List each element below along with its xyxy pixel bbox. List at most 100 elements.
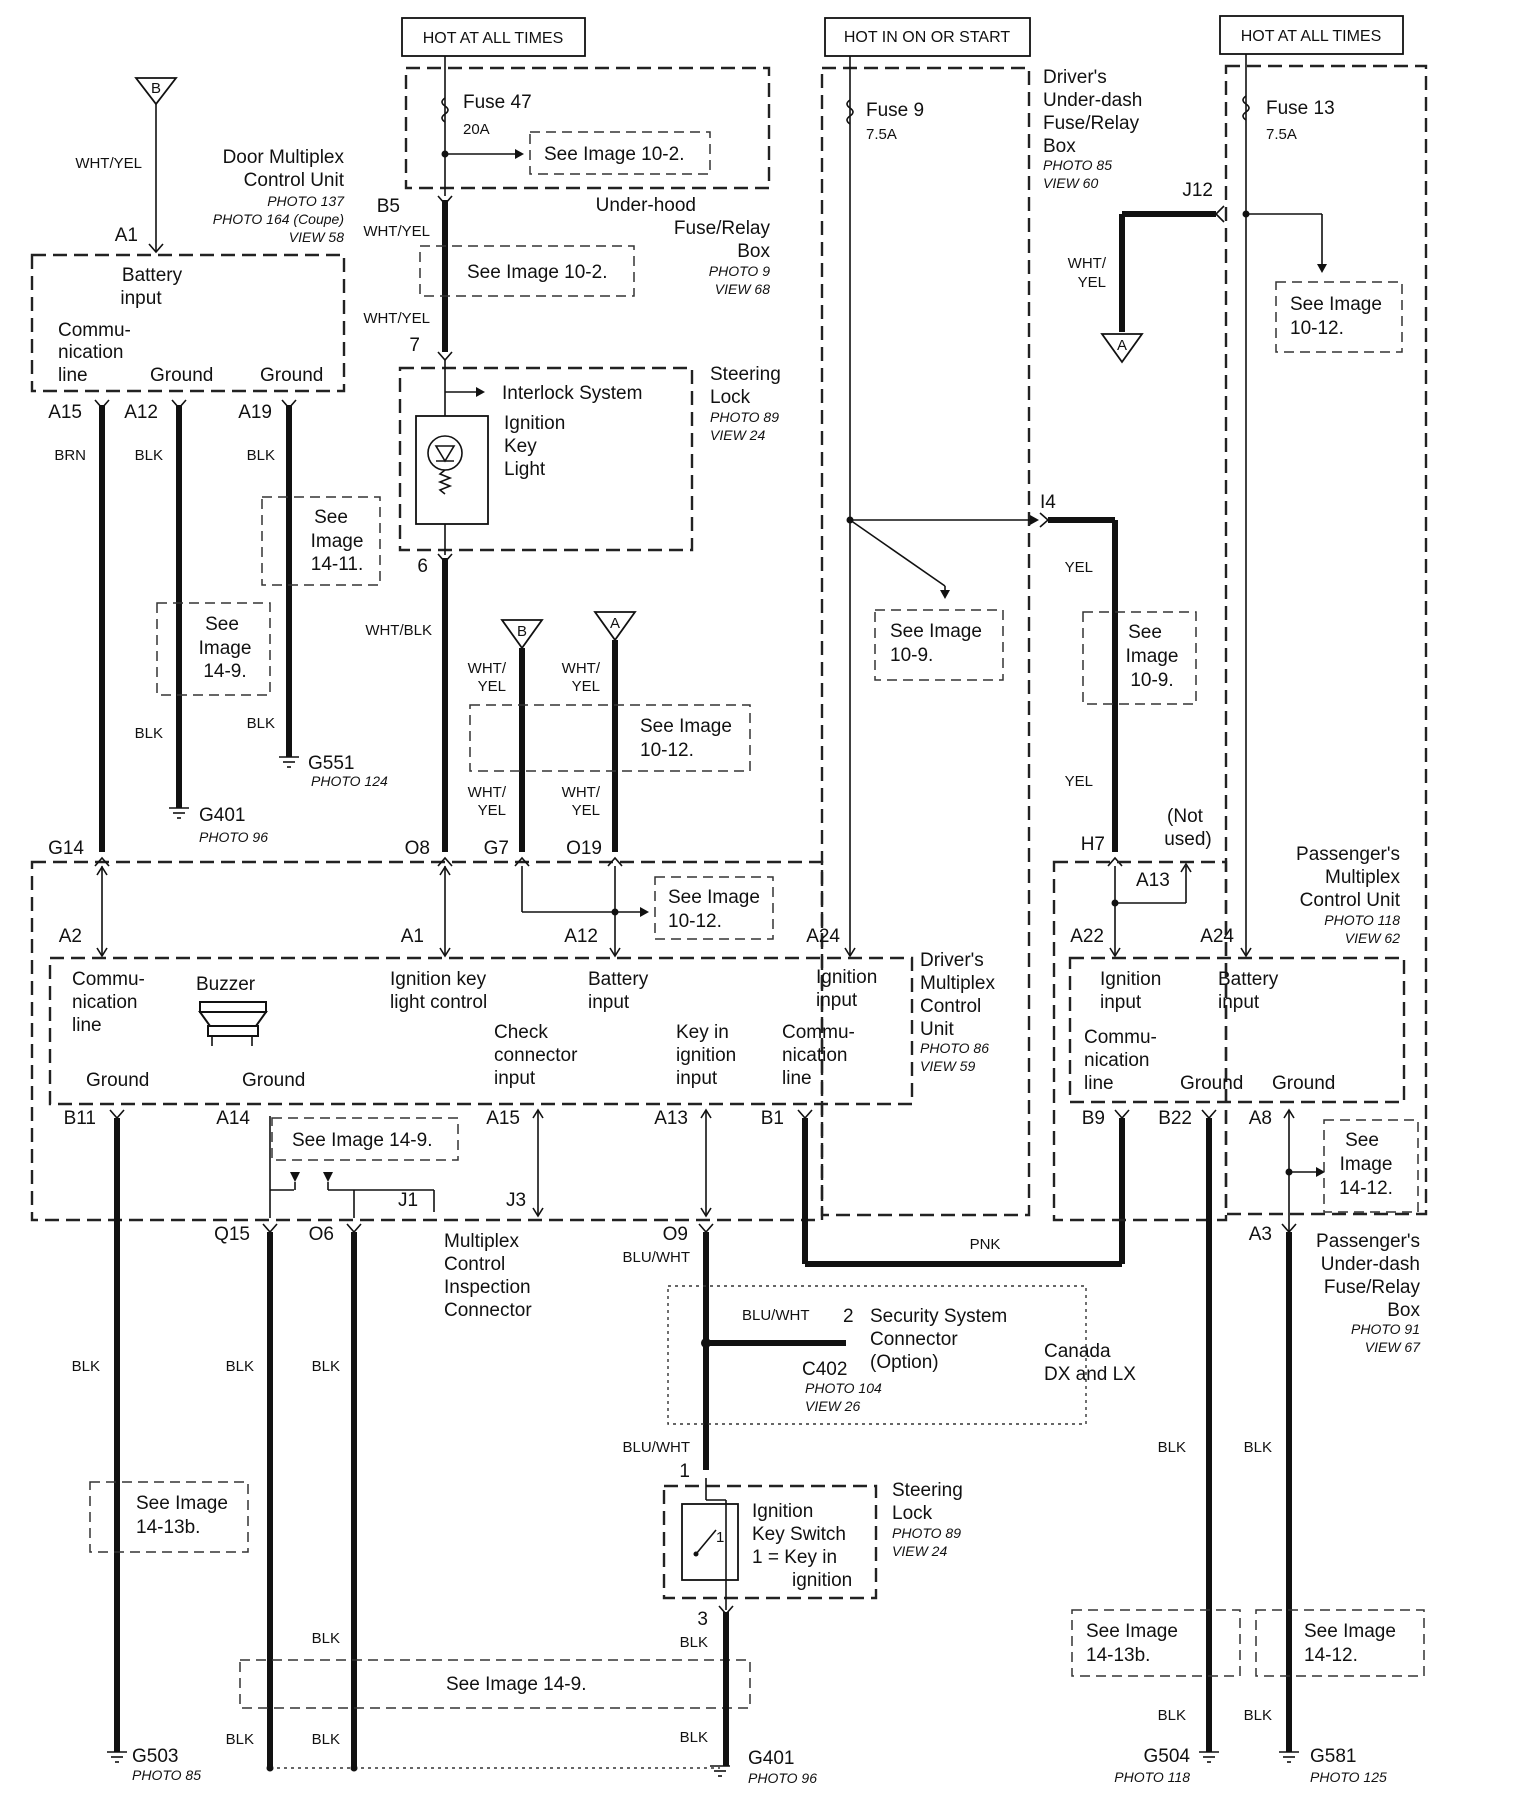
svg-text:Box: Box bbox=[737, 241, 770, 262]
svg-text:BLK: BLK bbox=[135, 447, 163, 464]
see-image-14-9-b[interactable]: See Image 14-9. bbox=[292, 1130, 432, 1151]
svg-text:PHOTO 96: PHOTO 96 bbox=[748, 1770, 817, 1786]
see-image-14-13b-a[interactable]: See Image bbox=[136, 1493, 228, 1514]
svg-text:A14: A14 bbox=[216, 1108, 250, 1129]
svg-text:Ground: Ground bbox=[242, 1070, 305, 1091]
svg-text:PHOTO 118: PHOTO 118 bbox=[1114, 1769, 1190, 1785]
see-image-14-9-c[interactable]: See Image 14-9. bbox=[446, 1674, 586, 1695]
svg-text:Light: Light bbox=[504, 459, 546, 480]
svg-text:Box: Box bbox=[1387, 1300, 1420, 1321]
svg-text:10-12.: 10-12. bbox=[1290, 318, 1344, 339]
svg-text:(Not: (Not bbox=[1167, 806, 1204, 827]
svg-text:BLK: BLK bbox=[135, 725, 163, 742]
svg-text:Multiplex: Multiplex bbox=[1325, 867, 1400, 888]
svg-text:WHT/BLK: WHT/BLK bbox=[365, 622, 432, 639]
see-image-10-12-a[interactable]: See Image bbox=[640, 716, 732, 737]
svg-text:10-9.: 10-9. bbox=[890, 645, 933, 666]
svg-text:PNK: PNK bbox=[970, 1236, 1001, 1253]
svg-text:ignition: ignition bbox=[676, 1045, 736, 1066]
svg-text:B: B bbox=[151, 80, 161, 97]
svg-text:line: line bbox=[58, 365, 88, 386]
steering-lock-top-box bbox=[398, 366, 694, 552]
svg-text:BLK: BLK bbox=[312, 1358, 340, 1375]
svg-text:(Option): (Option) bbox=[870, 1352, 939, 1373]
svg-text:VIEW 59: VIEW 59 bbox=[920, 1058, 975, 1074]
svg-text:Commu-: Commu- bbox=[782, 1022, 855, 1043]
svg-text:BLK: BLK bbox=[247, 447, 275, 464]
svg-text:10-12.: 10-12. bbox=[668, 911, 722, 932]
see-image-10-2-a[interactable]: See Image 10-2. bbox=[544, 144, 684, 165]
see-image-10-12-c[interactable]: See Image bbox=[668, 887, 760, 908]
svg-text:BLK: BLK bbox=[226, 1731, 254, 1748]
ground-g401-top: G401 PHOTO 96 bbox=[169, 805, 268, 845]
fuse47-box bbox=[404, 66, 771, 190]
svg-text:light control: light control bbox=[390, 992, 487, 1013]
svg-text:input: input bbox=[1218, 992, 1260, 1013]
see-image-14-13b-b[interactable]: See Image bbox=[1086, 1621, 1178, 1642]
svg-text:Multiplex: Multiplex bbox=[444, 1231, 519, 1252]
svg-text:1: 1 bbox=[716, 1529, 724, 1546]
svg-text:YEL: YEL bbox=[1065, 773, 1093, 790]
svg-text:G504: G504 bbox=[1144, 1746, 1191, 1767]
svg-text:A13: A13 bbox=[654, 1108, 688, 1129]
svg-text:Ignition: Ignition bbox=[816, 967, 877, 988]
svg-text:See: See bbox=[205, 614, 239, 635]
svg-text:Ignition key: Ignition key bbox=[390, 969, 487, 990]
svg-text:PHOTO 124: PHOTO 124 bbox=[311, 773, 388, 789]
svg-text:I4: I4 bbox=[1040, 492, 1056, 513]
svg-text:A3: A3 bbox=[1249, 1224, 1272, 1245]
svg-text:VIEW 24: VIEW 24 bbox=[892, 1543, 947, 1559]
fuse13-label: Fuse 13 bbox=[1266, 98, 1335, 119]
svg-text:Ground: Ground bbox=[1272, 1073, 1335, 1094]
svg-text:BLK: BLK bbox=[226, 1358, 254, 1375]
svg-text:BLK: BLK bbox=[680, 1729, 708, 1746]
svg-text:WHT/YEL: WHT/YEL bbox=[363, 310, 430, 327]
svg-text:Key: Key bbox=[504, 436, 537, 457]
svg-text:B1: B1 bbox=[761, 1108, 784, 1129]
svg-text:VIEW 68: VIEW 68 bbox=[715, 281, 770, 297]
svg-text:Under-dash: Under-dash bbox=[1321, 1254, 1420, 1275]
fuse47-rating: 20A bbox=[463, 121, 490, 138]
svg-text:BLK: BLK bbox=[680, 1634, 708, 1651]
svg-text:A2: A2 bbox=[59, 926, 82, 947]
see-image-10-12-b[interactable]: See Image bbox=[1290, 294, 1382, 315]
svg-text:Commu-: Commu- bbox=[58, 320, 131, 341]
svg-text:Ground: Ground bbox=[260, 365, 323, 386]
svg-text:B5: B5 bbox=[377, 196, 400, 217]
svg-text:O6: O6 bbox=[309, 1224, 334, 1245]
svg-text:A24: A24 bbox=[806, 926, 840, 947]
svg-text:14-13b.: 14-13b. bbox=[1086, 1645, 1150, 1666]
svg-text:VIEW 26: VIEW 26 bbox=[805, 1398, 860, 1414]
svg-text:A12: A12 bbox=[124, 402, 158, 423]
passenger-underdash-box bbox=[1224, 64, 1428, 1216]
svg-text:Battery: Battery bbox=[122, 265, 183, 286]
svg-text:Ignition: Ignition bbox=[1100, 969, 1161, 990]
svg-text:HOT IN ON OR START: HOT IN ON OR START bbox=[844, 29, 1010, 46]
see-image-10-9-a[interactable]: See Image bbox=[890, 621, 982, 642]
svg-text:2: 2 bbox=[843, 1306, 854, 1327]
buzzer-label: Buzzer bbox=[196, 974, 256, 995]
svg-text:WHT/: WHT/ bbox=[562, 784, 601, 801]
svg-text:Control Unit: Control Unit bbox=[244, 170, 345, 191]
svg-text:B9: B9 bbox=[1082, 1108, 1105, 1129]
svg-text:A1: A1 bbox=[115, 225, 138, 246]
see-image-14-12-a[interactable]: See bbox=[1345, 1130, 1379, 1151]
svg-text:VIEW 67: VIEW 67 bbox=[1365, 1339, 1421, 1355]
svg-text:G581: G581 bbox=[1310, 1746, 1356, 1767]
svg-text:Steering: Steering bbox=[710, 364, 781, 385]
svg-text:Interlock System: Interlock System bbox=[502, 383, 642, 404]
svg-text:input: input bbox=[120, 288, 162, 309]
see-image-10-2-b[interactable]: See Image 10-2. bbox=[467, 262, 607, 283]
svg-text:WHT/YEL: WHT/YEL bbox=[75, 155, 142, 172]
svg-text:10-9.: 10-9. bbox=[1130, 670, 1173, 691]
see-image-10-9-b[interactable]: See bbox=[1128, 622, 1162, 643]
svg-text:Ground: Ground bbox=[150, 365, 213, 386]
see-image-14-12-b[interactable]: See Image bbox=[1304, 1621, 1396, 1642]
svg-text:input: input bbox=[494, 1068, 536, 1089]
svg-text:Q15: Q15 bbox=[214, 1224, 250, 1245]
driver-mcu-outer-box bbox=[30, 860, 824, 1222]
svg-text:BLU/WHT: BLU/WHT bbox=[742, 1307, 810, 1324]
svg-text:BRN: BRN bbox=[54, 447, 86, 464]
svg-text:J1: J1 bbox=[398, 1190, 418, 1211]
svg-text:Inspection: Inspection bbox=[444, 1277, 531, 1298]
